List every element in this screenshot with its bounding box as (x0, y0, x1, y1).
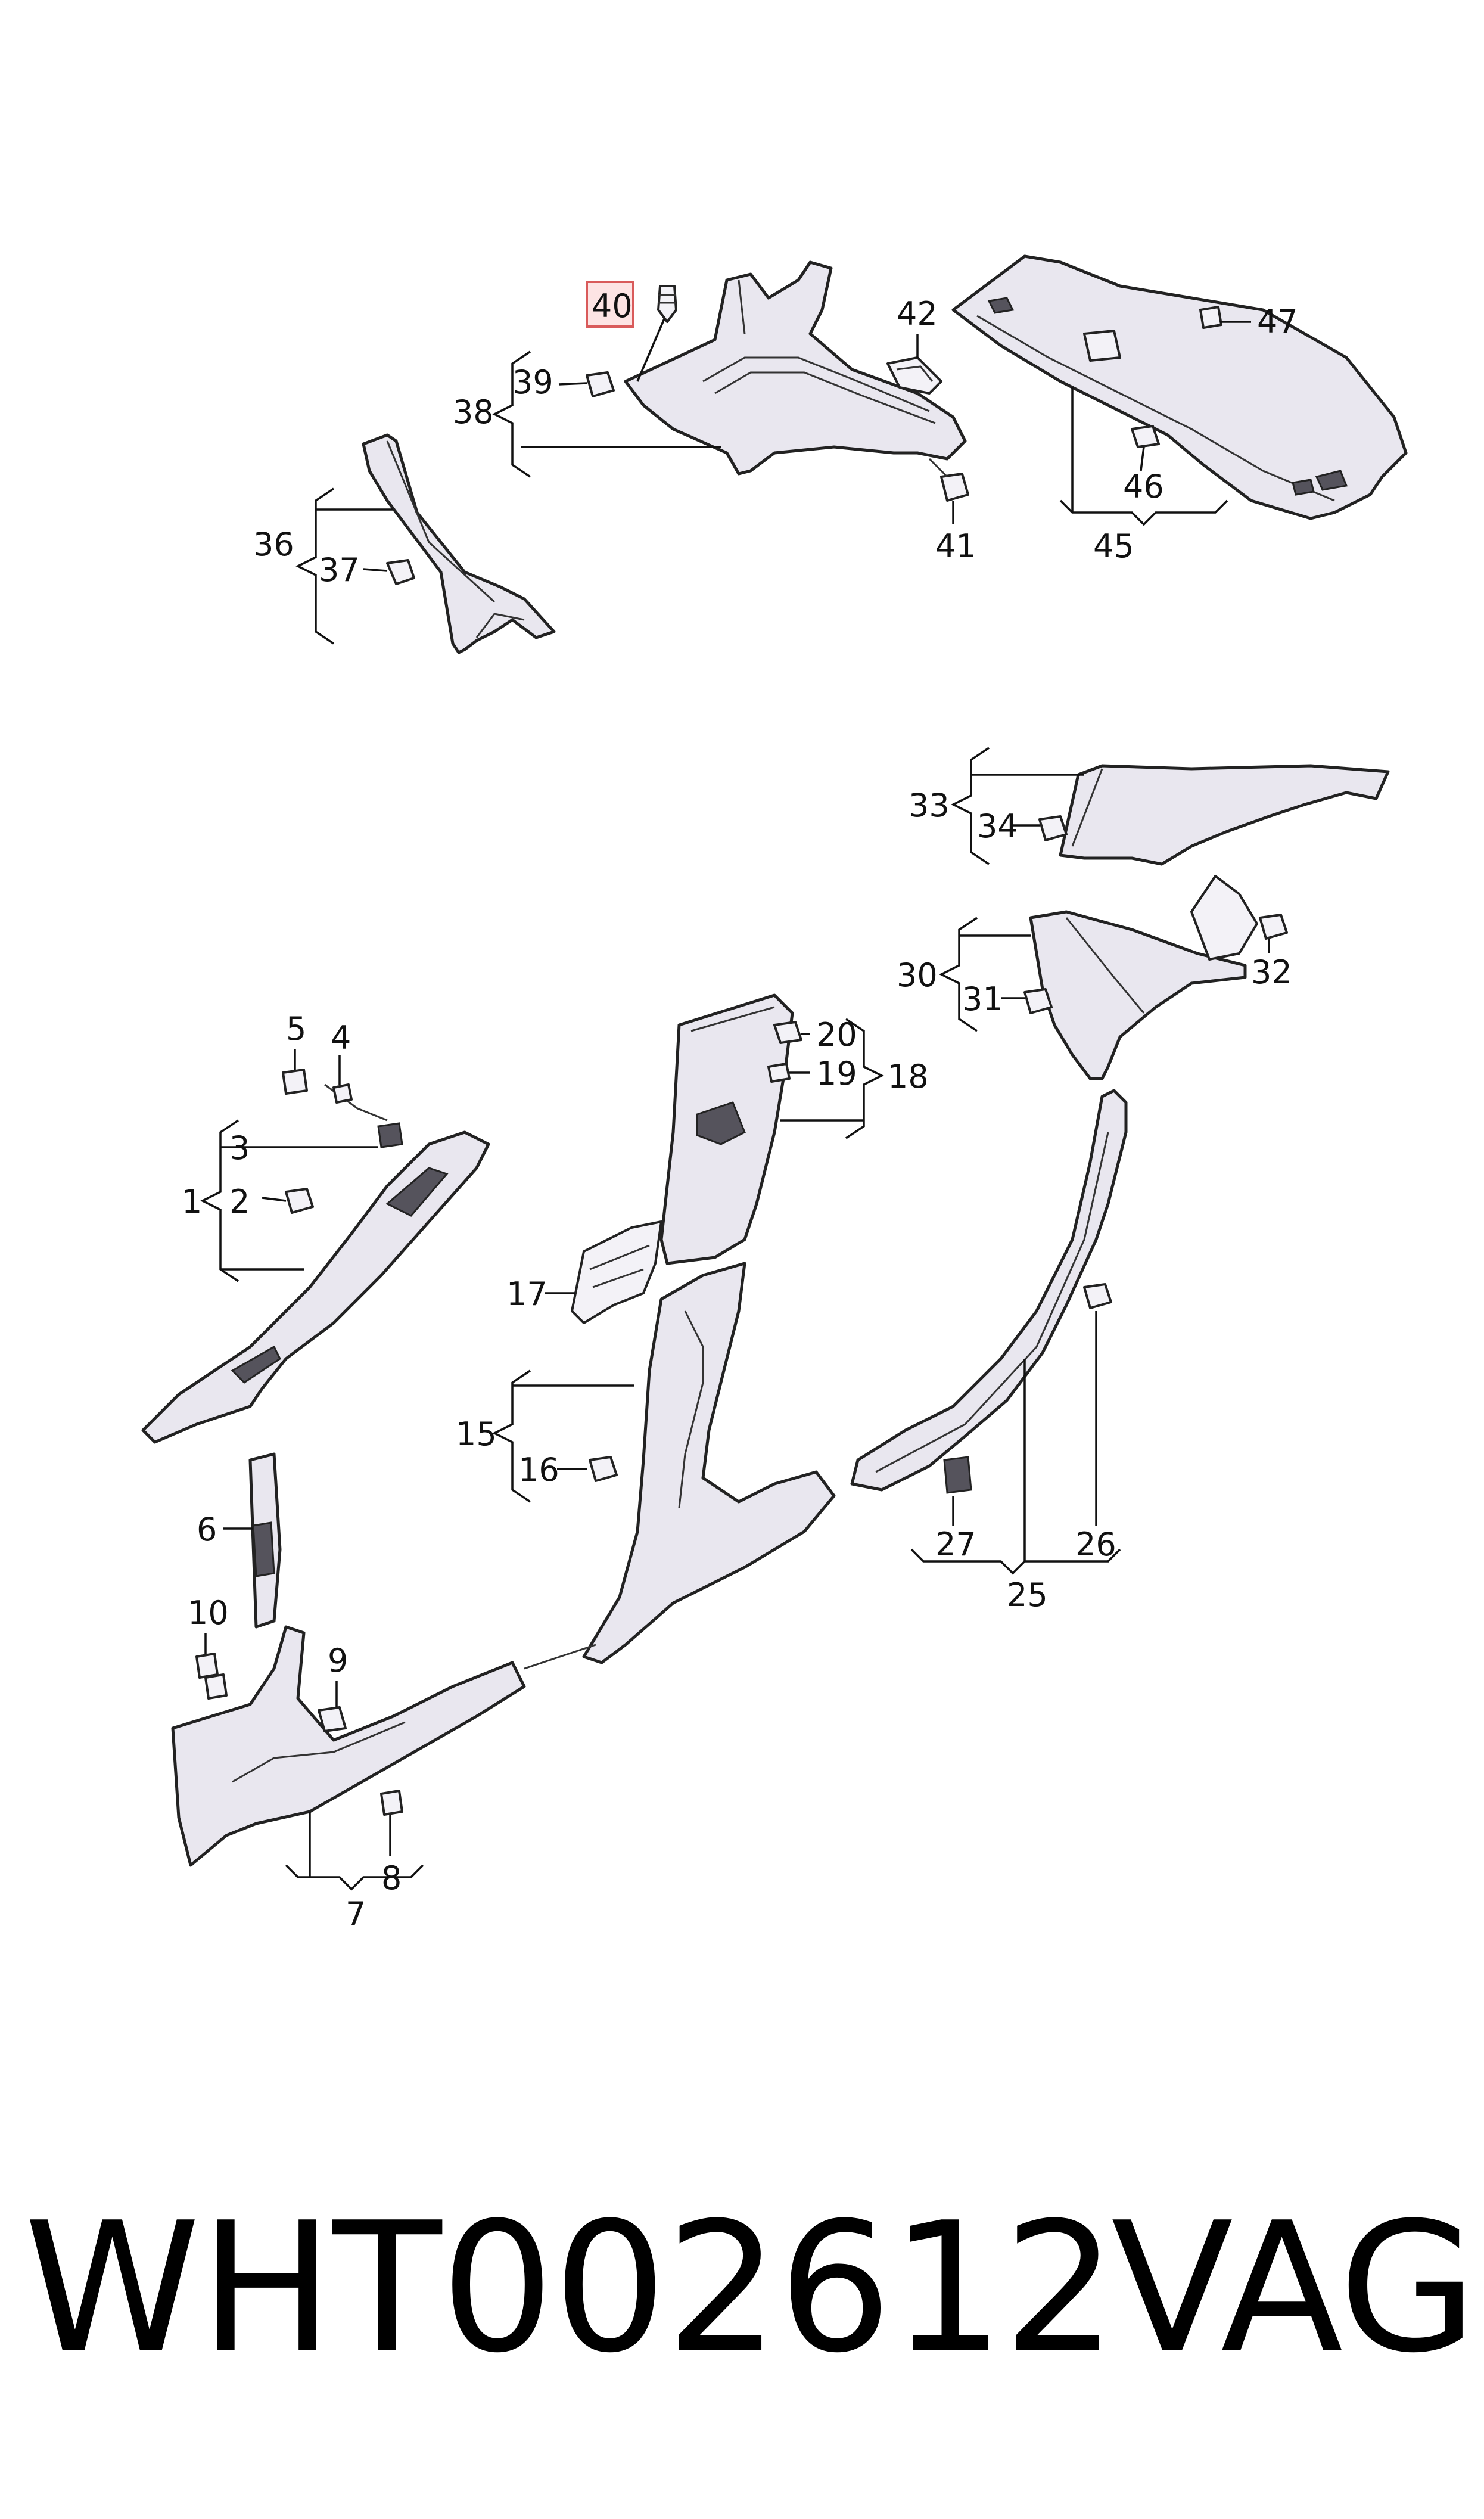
part-39-clip (586, 371, 615, 397)
part-9-screw (318, 1706, 347, 1732)
part-42-cover (886, 356, 942, 395)
label-37: 37 (319, 551, 360, 589)
label-8: 8 (381, 1859, 402, 1897)
part-25-sill-panel-rear (850, 1089, 1128, 1492)
part-30-pillar-trim (1029, 875, 1258, 1080)
label-16: 16 (518, 1451, 559, 1489)
part-18-b-pillar-upper (659, 993, 794, 1265)
label-33: 33 (909, 787, 950, 824)
part-41-screw (928, 458, 969, 502)
part-7-sill-panel-front (171, 1625, 596, 1867)
label-46: 46 (1123, 468, 1164, 505)
part-45-rear-shelf-panel (951, 254, 1408, 520)
label-31: 31 (962, 980, 1003, 1018)
part-34-clip (1038, 815, 1068, 841)
part-37-clip (386, 559, 415, 585)
part-3-clip (377, 1122, 403, 1148)
label-4: 4 (331, 1019, 351, 1057)
label-7: 7 (346, 1895, 366, 1933)
label-27: 27 (935, 1526, 976, 1563)
label-19: 19 (816, 1055, 857, 1092)
part-33-roof-side-trim (1059, 764, 1390, 866)
part-47-clip (1199, 306, 1222, 329)
label-36: 36 (253, 526, 294, 563)
leader-lines (200, 318, 1270, 1891)
label-15: 15 (456, 1415, 497, 1453)
part-32-rivet (1259, 914, 1288, 940)
label-26: 26 (1075, 1526, 1116, 1563)
label-39: 39 (512, 364, 553, 401)
label-5: 5 (286, 1010, 306, 1048)
brand-name: VAG (1111, 2184, 1477, 2392)
part-15-b-pillar-lower (582, 1262, 836, 1664)
label-18: 18 (888, 1058, 929, 1095)
part-31-clip (1023, 988, 1053, 1014)
label-32: 32 (1251, 953, 1292, 991)
label-45: 45 (1093, 527, 1134, 565)
label-41: 41 (935, 527, 976, 565)
part-27-connector (943, 1456, 972, 1494)
label-34: 34 (977, 807, 1018, 845)
label-20: 20 (816, 1016, 857, 1054)
label-38: 38 (453, 393, 494, 431)
part-17-bracket (571, 1220, 662, 1324)
part-16-clip (589, 1456, 618, 1482)
part-26-clip (1083, 1283, 1112, 1309)
label-1: 1 (182, 1183, 202, 1220)
label-3: 3 (229, 1129, 250, 1167)
part-20-clip (773, 1021, 802, 1044)
label-47: 47 (1257, 303, 1298, 340)
part-2-clip (285, 1188, 314, 1214)
callout-40-highlight (586, 281, 634, 328)
part-46-clip (1131, 425, 1160, 448)
label-42: 42 (897, 295, 938, 333)
part-40-screw (657, 285, 677, 323)
part-number: WHT002612 (24, 2184, 1117, 2392)
label-6: 6 (197, 1511, 217, 1548)
label-17: 17 (506, 1275, 547, 1313)
part-36-c-pillar-trim (362, 433, 556, 654)
label-9: 9 (328, 1642, 348, 1679)
part-1-a-pillar-trim (141, 1130, 490, 1444)
label-25: 25 (1007, 1576, 1048, 1614)
part-38-d-pillar-trim (624, 260, 967, 476)
part-4-tether (324, 1083, 388, 1122)
part-19-clip (767, 1063, 791, 1083)
callout-labels: 40 42 39 38 41 47 46 45 36 37 33 34 30 3… (182, 281, 1298, 1933)
part-10-clips (195, 1653, 228, 1700)
part-8-clip (380, 1790, 403, 1816)
label-30: 30 (897, 956, 938, 994)
label-40: 40 (592, 287, 633, 325)
label-10: 10 (188, 1594, 229, 1632)
part-6-trim-strip (248, 1452, 282, 1629)
label-2: 2 (229, 1183, 250, 1220)
part-5-screw (282, 1069, 308, 1095)
